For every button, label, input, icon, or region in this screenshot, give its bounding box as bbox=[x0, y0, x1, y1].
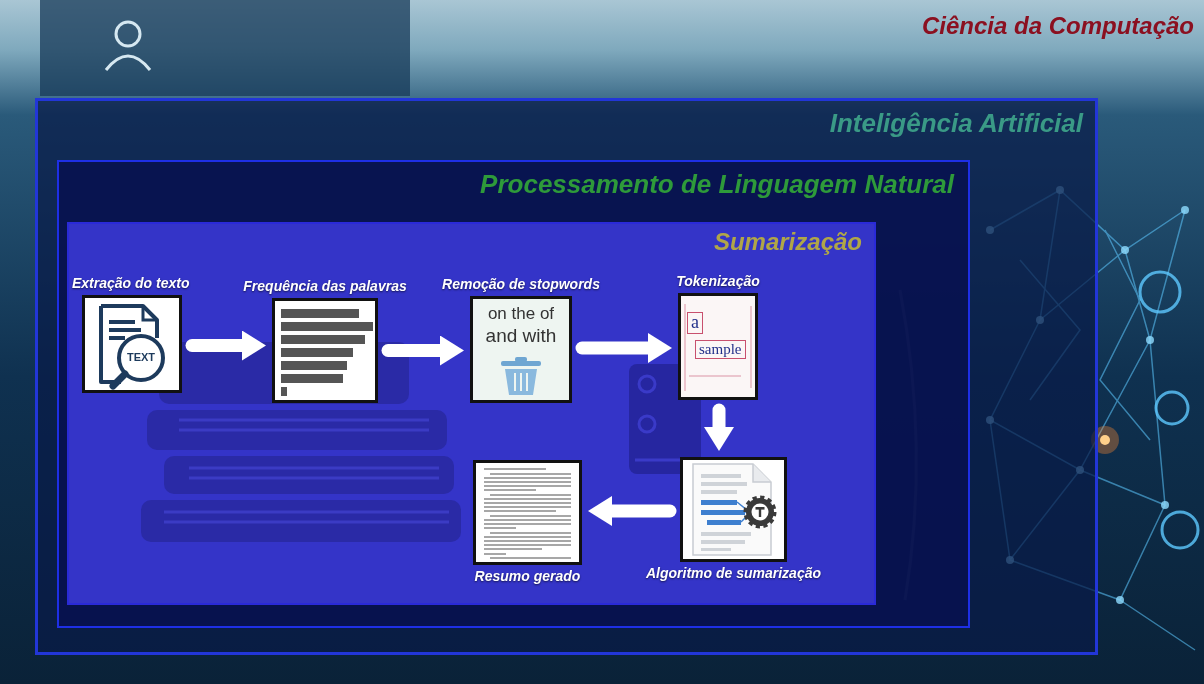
icon-text: on the of bbox=[473, 305, 569, 324]
region-title: Inteligência Artificial bbox=[830, 109, 1083, 139]
flow-arrow bbox=[612, 505, 670, 518]
region-title: Ciência da Computação bbox=[922, 12, 1194, 40]
flow-arrow bbox=[582, 342, 648, 355]
icon-text: a bbox=[687, 312, 703, 334]
step-label: Tokenização bbox=[676, 273, 760, 290]
text-extraction-icon bbox=[85, 298, 179, 390]
domain-region: Sumarização Extração do textoTEXT Frequê… bbox=[67, 222, 876, 605]
region-title: Sumarização bbox=[714, 228, 862, 256]
domain-region: Processamento de Linguagem Natural Sumar… bbox=[57, 160, 970, 628]
process-step: Resumo gerado bbox=[473, 460, 582, 565]
process-step: Extração do textoTEXT bbox=[82, 295, 182, 393]
flow-arrow bbox=[713, 410, 726, 427]
domain-region: Inteligência ArtificialProcessamento de … bbox=[35, 98, 1098, 655]
icon-text: TEXT bbox=[121, 351, 161, 363]
icon-text: sample bbox=[695, 340, 746, 359]
step-label: Resumo gerado bbox=[475, 568, 581, 585]
process-step: Frequência das palavras bbox=[272, 298, 378, 403]
process-step: Algoritmo de sumarização bbox=[680, 457, 787, 562]
icon-text: and with bbox=[473, 326, 569, 347]
tech-icons bbox=[1140, 272, 1198, 548]
process-step: Remoção de stopwordson the ofand with bbox=[470, 296, 572, 403]
user-icon bbox=[106, 56, 150, 70]
region-title: Processamento de Linguagem Natural bbox=[480, 170, 954, 200]
glow-dot bbox=[1100, 435, 1110, 445]
step-label: Remoção de stopwords bbox=[442, 276, 600, 293]
flow-arrow bbox=[192, 339, 242, 352]
flow-arrow bbox=[388, 344, 440, 357]
step-label: Algoritmo de sumarização bbox=[646, 565, 821, 582]
bar-chart-icon bbox=[275, 301, 375, 400]
step-label: Extração do texto bbox=[72, 275, 189, 292]
user-icon bbox=[116, 22, 140, 46]
laptop-screen bbox=[40, 0, 410, 96]
summary-document-icon bbox=[476, 463, 579, 562]
process-step: Tokenizaçãoasample bbox=[678, 293, 758, 400]
step-label: Frequência das palavras bbox=[243, 278, 406, 295]
algorithm-icon bbox=[683, 460, 784, 559]
